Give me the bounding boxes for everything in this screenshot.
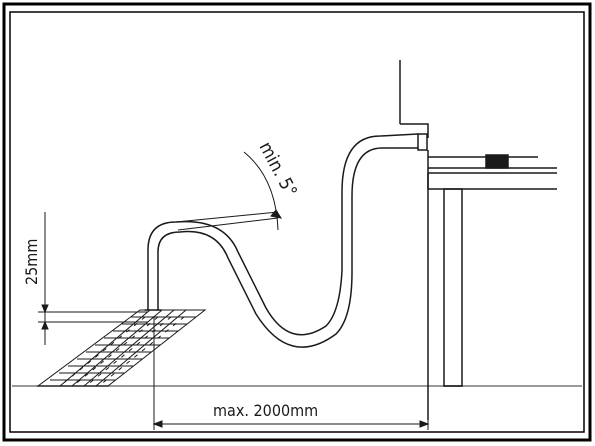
drain-hose-outer-wall [147,133,419,336]
slope-indicator [175,151,283,231]
length-dimension [152,316,430,430]
frame-border [2,2,592,442]
frame-inner-border [9,11,585,433]
hose-outlet-connector [417,133,428,151]
min-angle-label: min. 5° [255,138,301,200]
water-tap [485,154,509,169]
height-dimension [38,212,148,345]
length-label: max. 2000mm [213,401,318,420]
drain-hose-inner-wall [157,147,419,348]
floor-drain-grate [36,309,207,387]
machine-leg [443,188,463,387]
drain-hose [144,133,419,348]
washing-machine [399,60,557,420]
height-label: 25mm [22,239,41,285]
